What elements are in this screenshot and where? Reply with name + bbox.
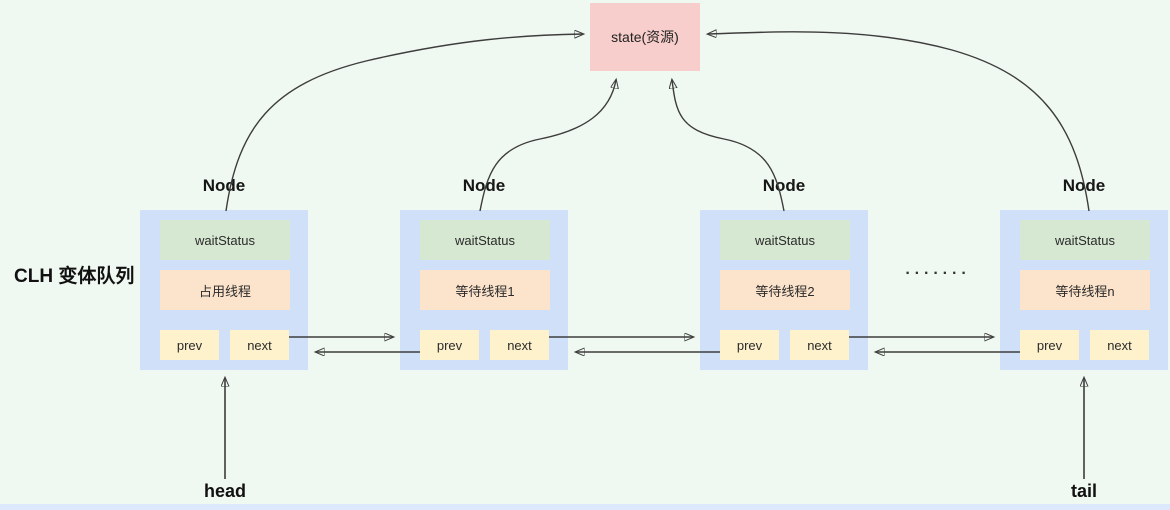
node-4: Node waitStatus 等待线程n prev next xyxy=(1000,176,1168,370)
node-2: Node waitStatus 等待线程1 prev next xyxy=(400,176,568,370)
state-box-label: state(资源) xyxy=(611,29,679,45)
prev-box: prev xyxy=(160,330,219,360)
node-body: waitStatus 等待线程n prev next xyxy=(1000,210,1168,370)
wait-status-box: waitStatus xyxy=(160,220,290,260)
node-body: waitStatus 占用线程 prev next xyxy=(140,210,308,370)
next-box: next xyxy=(230,330,289,360)
prev-box: prev xyxy=(720,330,779,360)
node-title: Node xyxy=(462,176,506,195)
node-body: waitStatus 等待线程1 prev next xyxy=(400,210,568,370)
node-3: Node waitStatus 等待线程2 prev next xyxy=(700,176,868,370)
tail-label: tail xyxy=(1070,481,1097,501)
node-title: Node xyxy=(762,176,806,195)
node-1: Node waitStatus 占用线程 prev next xyxy=(140,176,308,370)
next-box: next xyxy=(790,330,849,360)
bottom-edge-strip xyxy=(0,504,1170,510)
node-body: waitStatus 等待线程2 prev next xyxy=(700,210,868,370)
queue-label: CLH 变体队列 xyxy=(14,266,135,287)
thread-box: 等待线程n xyxy=(1020,270,1150,310)
next-box: next xyxy=(1090,330,1149,360)
wait-status-box: waitStatus xyxy=(1020,220,1150,260)
thread-box: 占用线程 xyxy=(160,270,290,310)
node-title: Node xyxy=(202,176,246,195)
wait-status-box: waitStatus xyxy=(420,220,550,260)
state-box: state(资源) xyxy=(590,3,700,71)
node-title: Node xyxy=(1062,176,1106,195)
prev-box: prev xyxy=(420,330,479,360)
wait-status-box: waitStatus xyxy=(720,220,850,260)
next-box: next xyxy=(490,330,549,360)
thread-box: 等待线程1 xyxy=(420,270,550,310)
thread-box: 等待线程2 xyxy=(720,270,850,310)
head-label: head xyxy=(203,481,246,501)
prev-box: prev xyxy=(1020,330,1079,360)
ellipsis-dots: ······· xyxy=(905,265,971,282)
